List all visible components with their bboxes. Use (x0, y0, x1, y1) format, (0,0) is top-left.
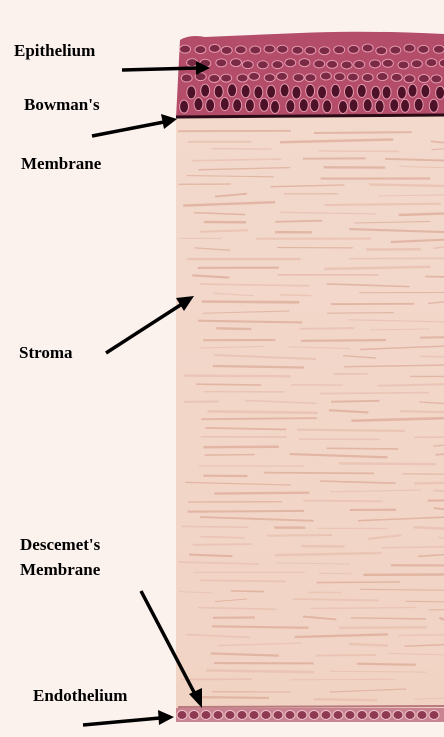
label-epithelium: Epithelium (14, 42, 95, 61)
label-stroma: Stroma (19, 344, 73, 363)
descemets-membrane-line (178, 706, 444, 707)
label-descemets-membrane: Membrane (20, 561, 100, 580)
label-bowmans: Bowman's (24, 96, 100, 115)
label-bowmans-membrane: Membrane (21, 155, 101, 174)
label-descemets: Descemet's (20, 536, 100, 555)
bowmans-arrow (92, 114, 177, 136)
epithelium-arrow (122, 61, 210, 75)
label-endothelium: Endothelium (33, 687, 127, 706)
endothelium-arrow (83, 710, 174, 725)
bowmans-membrane-line (176, 115, 444, 117)
